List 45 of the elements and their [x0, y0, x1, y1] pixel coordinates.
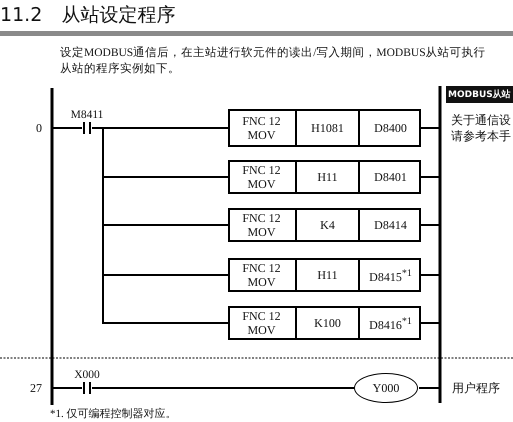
intro-text: 设定MODBUS通信后，在主站进行软元件的读出/写入期间，MODBUS从站可执行 — [60, 45, 486, 60]
instruction-box — [228, 208, 421, 242]
rung-wire — [92, 387, 354, 389]
instruction-name: FNC 12 MOV — [241, 114, 282, 142]
power-rail — [438, 86, 442, 403]
operand: D8414 — [374, 218, 407, 232]
power-rail — [50, 88, 54, 405]
instruction-name: FNC 12 MOV — [241, 261, 282, 289]
operand: K100 — [314, 316, 341, 330]
operand: D8415$^{*1}$ — [369, 266, 412, 284]
rung-wire — [421, 322, 438, 324]
instruction-name: FNC 12 MOV — [241, 309, 282, 337]
operand: D8400 — [374, 121, 407, 135]
rung-wire — [92, 127, 228, 324]
instruction-name: FNC 12 MOV — [241, 211, 282, 239]
operand: H11 — [317, 268, 338, 282]
contact-label: X000 — [73, 369, 101, 381]
operand: H1081 — [311, 121, 344, 135]
instruction-box — [228, 109, 421, 147]
instruction-box — [228, 258, 421, 292]
intro-text: 从站的程序实例如下。 — [60, 61, 180, 76]
rung-wire — [421, 176, 438, 178]
program-note: 用户程序 — [452, 380, 500, 397]
side-note: 请参考本手 — [451, 128, 511, 145]
step-number: 27 — [30, 381, 42, 396]
operand: H11 — [317, 170, 338, 184]
operand: D8416$^{*1}$ — [369, 314, 412, 332]
rung-wire — [54, 387, 82, 389]
rung-wire — [421, 224, 438, 226]
rung-wire — [54, 127, 82, 129]
operand: D8401 — [374, 170, 407, 184]
side-note: 关于通信设 — [451, 112, 511, 129]
section-heading: 11.2 从站设定程序 — [0, 3, 176, 28]
output-coil: Y000 — [354, 373, 418, 403]
instruction-name: FNC 12 MOV — [241, 163, 282, 191]
instruction-box — [228, 160, 421, 194]
rung-wire — [421, 274, 438, 276]
footnote: *1. 仅可编程控制器对应。 — [50, 406, 176, 421]
side-heading: MODBUS从站 — [446, 86, 513, 103]
rung-wire — [419, 387, 438, 389]
rung-wire — [421, 127, 438, 129]
step-number: 0 — [36, 121, 42, 136]
contact-label: M8411 — [70, 109, 104, 121]
operand: K4 — [320, 218, 335, 232]
instruction-box — [228, 306, 421, 340]
